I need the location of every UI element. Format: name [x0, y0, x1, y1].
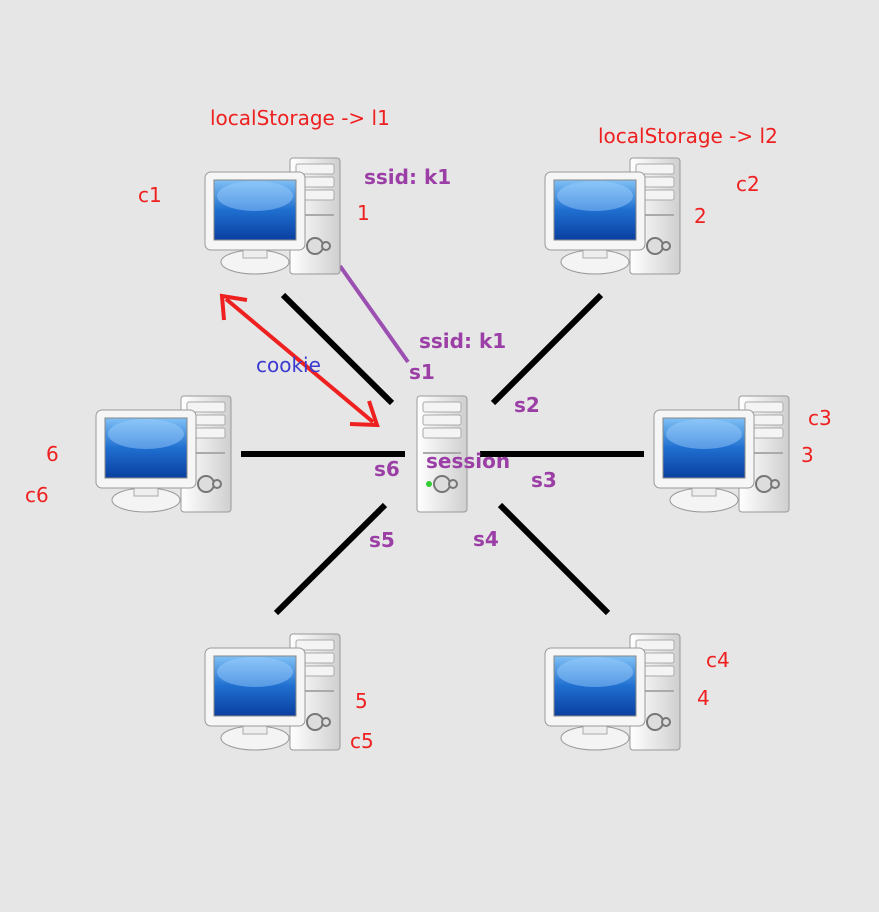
session-s4: s4: [473, 527, 499, 551]
client-num-3: 3: [801, 443, 814, 467]
session-s2: s2: [514, 393, 540, 417]
session-s5: s5: [369, 528, 395, 552]
storage-label-1: localStorage -> l1: [210, 106, 390, 130]
client-num-6: 6: [46, 442, 59, 466]
session-s1: s1: [409, 360, 435, 384]
cookie-c4: c4: [706, 648, 730, 672]
client-num-5: 5: [355, 689, 368, 713]
client-num-1: 1: [357, 201, 370, 225]
cookie-c5: c5: [350, 729, 374, 753]
link-s2: [490, 292, 604, 406]
links: [241, 292, 644, 616]
session-s6: s6: [374, 457, 400, 481]
link-s5: [273, 502, 388, 616]
storage-label-2: localStorage -> l2: [598, 124, 778, 148]
cookie-label: cookie: [256, 353, 321, 377]
cookie-arrow: [219, 293, 380, 428]
ssid-link: [338, 264, 410, 364]
client-num-2: 2: [694, 204, 707, 228]
link-s1: [280, 292, 395, 406]
server-session-label: session: [426, 449, 510, 473]
client-num-4: 4: [697, 686, 710, 710]
link-s4: [497, 502, 611, 616]
session-s3: s3: [531, 468, 557, 492]
client-ssid-label: ssid: k1: [364, 165, 451, 189]
computer-4-icon: [545, 634, 680, 750]
cookie-c1: c1: [138, 183, 162, 207]
server-ssid-label: ssid: k1: [419, 329, 506, 353]
computer-3-icon: [654, 396, 789, 512]
computer-2-icon: [545, 158, 680, 274]
computer-6-icon: [96, 396, 231, 512]
cookie-c6: c6: [25, 483, 49, 507]
computer-5-icon: [205, 634, 340, 750]
cookie-c2: c2: [736, 172, 760, 196]
computer-1-icon: [205, 158, 340, 274]
cookie-c3: c3: [808, 406, 832, 430]
